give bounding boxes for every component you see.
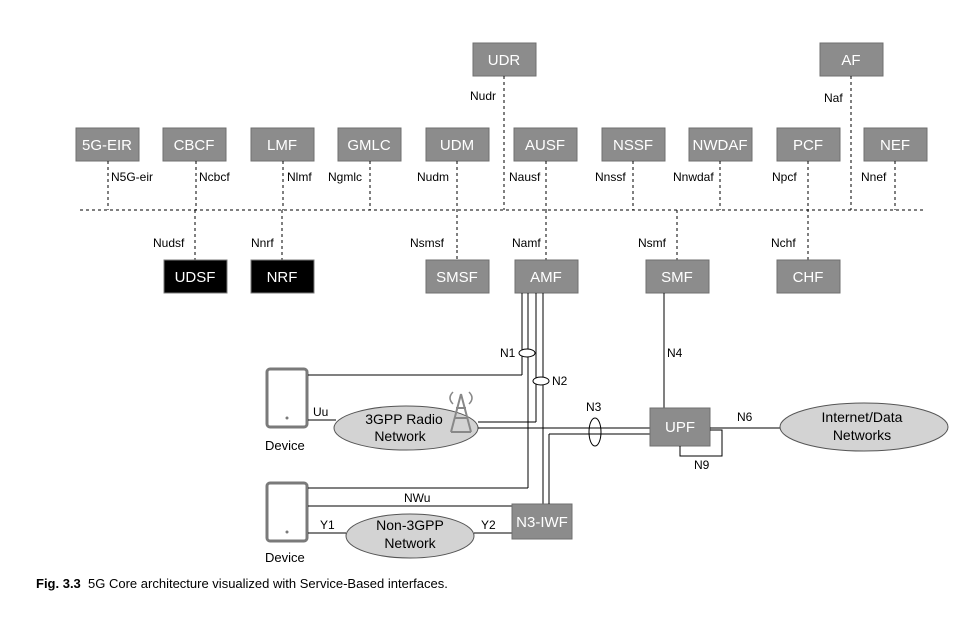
nf-nrf[interactable]: NRF <box>250 259 315 294</box>
architecture-diagram: UDR Nudr AF Naf 5G-EIR N5G-eir CBCF Ncbc… <box>75 42 949 565</box>
data-network: Internet/Data Networks <box>779 402 949 452</box>
iface-ncbcf: Ncbcf <box>199 170 230 184</box>
data-network-line1: Internet/Data <box>822 409 903 425</box>
iface-nudm: Nudm <box>417 170 449 184</box>
nf-udr-label: UDR <box>488 52 521 69</box>
nf-pcf-label: PCF <box>793 137 823 154</box>
nf-n3iwf[interactable]: N3-IWF <box>511 503 573 540</box>
device-phone-1 <box>265 367 309 429</box>
iface-npcf: Npcf <box>772 170 797 184</box>
nf-5g-eir[interactable]: 5G-EIR <box>75 127 140 162</box>
device-1-label: Device <box>265 438 305 453</box>
non3gpp-network: Non-3GPP Network <box>345 513 475 559</box>
nf-udm-label: UDM <box>440 137 474 154</box>
iface-nchf: Nchf <box>771 236 796 250</box>
nf-upf[interactable]: UPF <box>649 407 711 447</box>
iface-nausf: Nausf <box>509 170 541 184</box>
nf-chf-label: CHF <box>793 269 824 286</box>
nf-cbcf[interactable]: CBCF <box>162 127 227 162</box>
ref-y2: Y2 <box>481 518 496 532</box>
iface-nnrf: Nnrf <box>251 236 274 250</box>
nf-smf[interactable]: SMF <box>645 259 710 294</box>
nf-udsf[interactable]: UDSF <box>163 259 228 294</box>
ref-nwu: NWu <box>404 491 430 505</box>
nf-smsf[interactable]: SMSF <box>425 259 490 294</box>
nf-pcf[interactable]: PCF <box>776 127 841 162</box>
nf-udsf-label: UDSF <box>175 269 216 286</box>
nf-nef-label: NEF <box>880 137 910 154</box>
device-2-label: Device <box>265 550 305 565</box>
nf-amf[interactable]: AMF <box>514 259 579 294</box>
figure-caption-text: 5G Core architecture visualized with Ser… <box>88 576 448 591</box>
iface-naf: Naf <box>824 91 843 105</box>
nf-smsf-label: SMSF <box>436 269 478 286</box>
nf-n3iwf-label: N3-IWF <box>516 514 568 531</box>
link-n9 <box>679 429 723 457</box>
n3-marker <box>588 417 602 447</box>
radio-network: 3GPP Radio Network <box>333 405 479 451</box>
nf-cbcf-label: CBCF <box>174 137 215 154</box>
ref-n1: N1 <box>500 346 516 360</box>
ref-uu: Uu <box>313 405 328 419</box>
iface-nlmf: Nlmf <box>287 170 312 184</box>
nf-ausf-label: AUSF <box>525 137 565 154</box>
figure-number: Fig. 3.3 <box>36 576 81 591</box>
nf-gmlc-label: GMLC <box>347 137 391 154</box>
radio-network-line1: 3GPP Radio <box>365 411 443 427</box>
nf-udm[interactable]: UDM <box>425 127 490 162</box>
iface-ngmlc: Ngmlc <box>328 170 362 184</box>
data-network-line2: Networks <box>833 427 891 443</box>
ref-y1: Y1 <box>320 518 335 532</box>
figure-caption: Fig. 3.3 5G Core architecture visualized… <box>36 576 448 591</box>
nf-af[interactable]: AF <box>819 42 884 77</box>
nf-nwdaf-label: NWDAF <box>693 137 748 154</box>
ref-n6: N6 <box>737 410 753 424</box>
ref-n9: N9 <box>694 458 710 472</box>
radio-network-line2: Network <box>374 428 426 444</box>
nf-smf-label: SMF <box>661 269 693 286</box>
n1-marker <box>518 348 536 358</box>
iface-nnef: Nnef <box>861 170 887 184</box>
nf-5g-eir-label: 5G-EIR <box>82 137 132 154</box>
nf-af-label: AF <box>841 52 860 69</box>
nf-chf[interactable]: CHF <box>776 259 841 294</box>
iface-n5g-eir: N5G-eir <box>111 170 153 184</box>
nf-nssf-label: NSSF <box>613 137 653 154</box>
nf-udr[interactable]: UDR <box>472 42 537 77</box>
iface-nudr: Nudr <box>470 89 496 103</box>
non3gpp-network-line2: Network <box>384 535 436 551</box>
iface-nsmf: Nsmf <box>638 236 667 250</box>
ref-n3: N3 <box>586 400 602 414</box>
ref-n2: N2 <box>552 374 568 388</box>
iface-nnssf: Nnssf <box>595 170 626 184</box>
nf-lmf-label: LMF <box>267 137 297 154</box>
nf-nssf[interactable]: NSSF <box>601 127 666 162</box>
nf-lmf[interactable]: LMF <box>250 127 315 162</box>
n2-marker <box>532 376 550 386</box>
iface-nudsf: Nudsf <box>153 236 185 250</box>
non3gpp-network-line1: Non-3GPP <box>376 517 444 533</box>
iface-namf: Namf <box>512 236 541 250</box>
nf-nrf-label: NRF <box>267 269 298 286</box>
device-phone-2 <box>265 481 309 543</box>
nf-nef[interactable]: NEF <box>863 127 928 162</box>
ref-n4: N4 <box>667 346 683 360</box>
nf-amf-label: AMF <box>530 269 562 286</box>
antenna-tower-icon <box>449 391 473 433</box>
iface-nsmsf: Nsmsf <box>410 236 445 250</box>
iface-nnwdaf: Nnwdaf <box>673 170 714 184</box>
nf-nwdaf[interactable]: NWDAF <box>688 127 753 162</box>
nf-ausf[interactable]: AUSF <box>513 127 578 162</box>
nf-gmlc[interactable]: GMLC <box>337 127 402 162</box>
nf-upf-label: UPF <box>665 419 695 436</box>
